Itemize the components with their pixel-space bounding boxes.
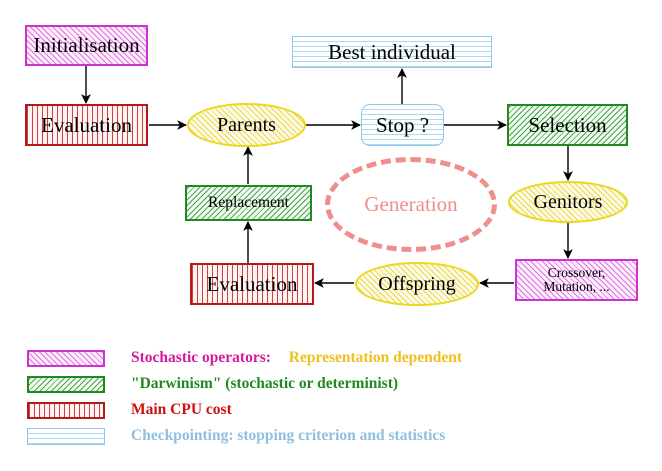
node-generation: Generation	[325, 157, 497, 252]
node-evaluation-top-label: Evaluation	[41, 112, 132, 137]
legend-text-stochastic-operators: Stochastic operators: Representation dep…	[131, 349, 462, 367]
node-best-individual[interactable]: Best individual	[292, 36, 492, 68]
node-offspring-label: Offspring	[378, 272, 456, 295]
legend-text-checkpointing: Checkpointing: stopping criterion and st…	[131, 427, 446, 444]
legend-swatch-green-hatch	[27, 375, 105, 393]
node-genitors[interactable]: Genitors	[508, 181, 628, 223]
legend-swatch-red-hatch	[27, 401, 105, 419]
legend-text-main-cpu-cost: Main CPU cost	[131, 401, 232, 418]
node-offspring[interactable]: Offspring	[355, 262, 479, 306]
legend: Stochastic operators: Representation dep…	[27, 345, 647, 449]
node-stop[interactable]: Stop ?	[361, 104, 444, 146]
legend-row: Main CPU cost	[27, 397, 647, 423]
node-replacement[interactable]: Replacement	[185, 185, 312, 221]
node-best-individual-label: Best individual	[328, 39, 456, 64]
node-crossover-mutation[interactable]: Crossover, Mutation, ...	[515, 259, 638, 301]
node-crossover-mutation-label-line2: Mutation, ...	[543, 279, 610, 294]
node-evaluation-bottom[interactable]: Evaluation	[190, 263, 314, 305]
node-genitors-label: Genitors	[533, 190, 603, 213]
legend-row: Stochastic operators: Representation dep…	[27, 345, 647, 371]
legend-row: Checkpointing: stopping criterion and st…	[27, 423, 647, 449]
node-evaluation-top[interactable]: Evaluation	[25, 104, 148, 146]
node-parents[interactable]: Parents	[187, 103, 306, 147]
legend-label-extra: Representation dependent	[288, 349, 463, 366]
node-initialisation[interactable]: Initialisation	[25, 25, 148, 66]
legend-text-darwinism: "Darwinism" (stochastic or determinist)	[131, 375, 399, 392]
legend-label-main: Stochastic operators:	[131, 349, 271, 366]
legend-swatch-blue-hatch	[27, 427, 105, 445]
legend-swatch-magenta-hatch	[27, 349, 105, 367]
legend-row: "Darwinism" (stochastic or determinist)	[27, 371, 647, 397]
node-replacement-label: Replacement	[208, 193, 289, 211]
node-crossover-mutation-label-line1: Crossover,	[547, 264, 606, 280]
node-initialisation-label: Initialisation	[33, 33, 140, 58]
node-parents-label: Parents	[217, 113, 276, 136]
node-stop-label: Stop ?	[375, 112, 430, 137]
node-selection[interactable]: Selection	[507, 104, 628, 146]
node-generation-label: Generation	[364, 192, 458, 216]
node-evaluation-bottom-label: Evaluation	[206, 271, 298, 296]
node-selection-label: Selection	[528, 112, 607, 137]
